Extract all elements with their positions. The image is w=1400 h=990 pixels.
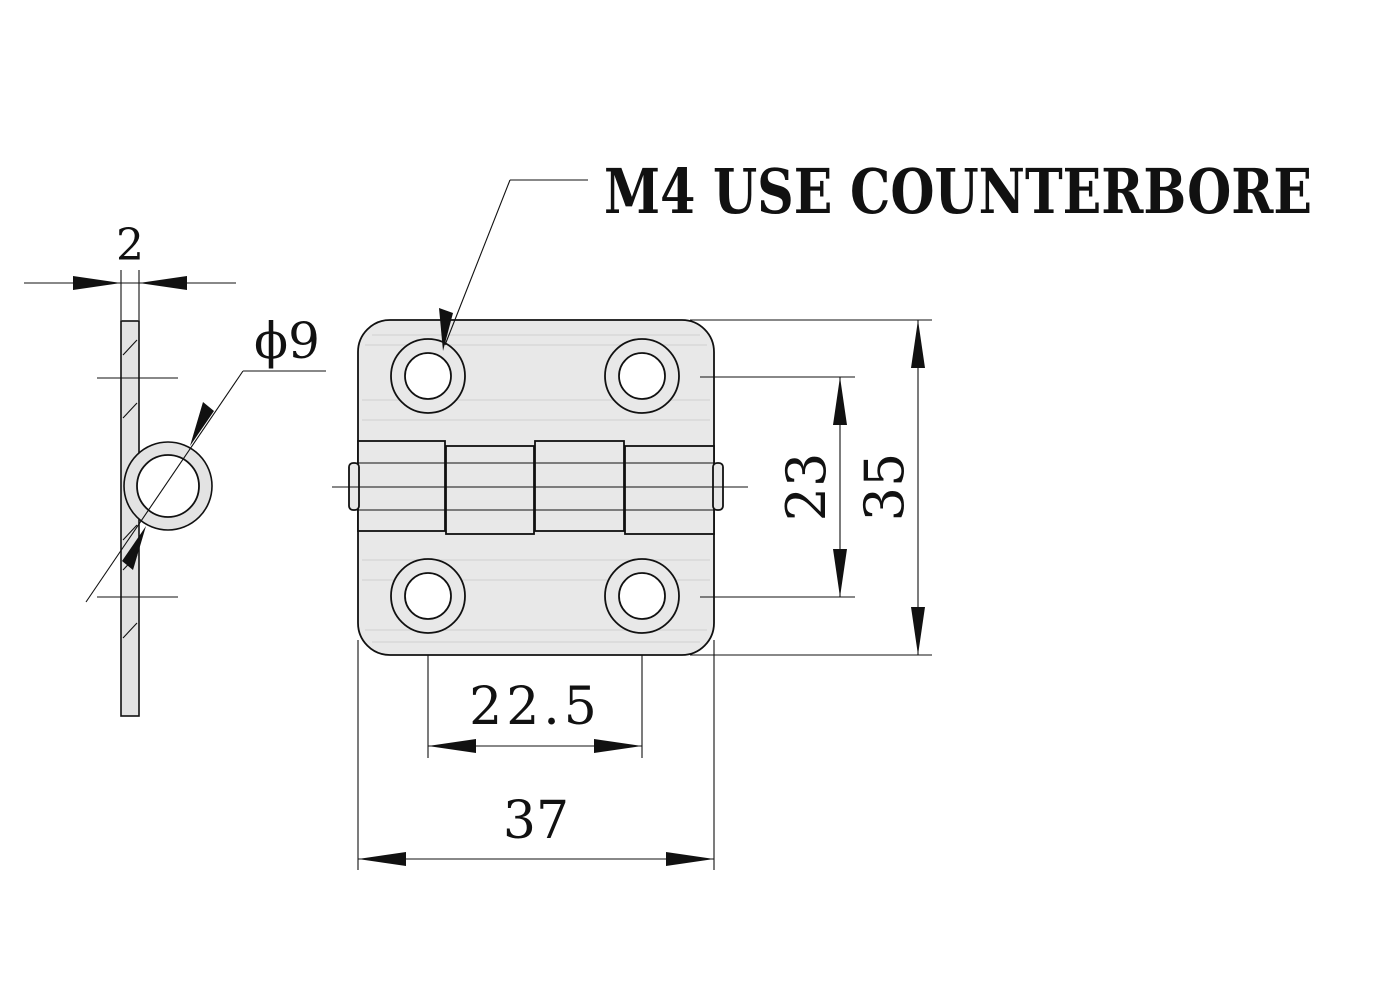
diameter-leader-line	[85, 370, 244, 603]
knuckle-2	[445, 445, 535, 535]
dim22-arrow-left	[428, 739, 476, 753]
callout-text: M4 USE COUNTERBORE	[604, 155, 1312, 228]
hinge-knuckles	[332, 440, 748, 535]
dim35-label: 35	[853, 453, 916, 522]
dim22-arrow-right	[594, 739, 642, 753]
diameter-label: ϕ9	[254, 312, 320, 370]
mounting-hole-bottom-right	[604, 558, 680, 634]
diameter-arrow-upper	[190, 402, 214, 446]
thickness-label: 2	[116, 220, 144, 271]
hole-bore	[404, 572, 452, 620]
dim23-arrow-bottom	[833, 549, 847, 597]
mounting-hole-top-right	[604, 338, 680, 414]
dim23-label: 23	[775, 453, 838, 522]
side-leaf	[120, 320, 140, 717]
dim22-label: 22.5	[469, 677, 601, 737]
dim37-arrow-left	[358, 852, 406, 866]
knuckle-4	[624, 445, 715, 535]
knuckle-1	[357, 440, 446, 532]
hole-bore	[404, 352, 452, 400]
dim23-arrow-top	[833, 377, 847, 425]
knuckle-3	[534, 440, 625, 532]
hole-bore	[618, 352, 666, 400]
callout-leader-diagonal	[444, 179, 511, 346]
thickness-arrow-left	[73, 276, 121, 290]
front-view: M4 USE COUNTERBORE 23 35 22.5 37	[332, 155, 1312, 870]
mounting-hole-bottom-left	[390, 558, 466, 634]
thickness-arrow-right	[139, 276, 187, 290]
hole-bore	[618, 572, 666, 620]
side-view: 2 ϕ9	[24, 220, 326, 717]
mounting-hole-top-left	[390, 338, 466, 414]
callout-arrow	[439, 308, 453, 351]
side-pin	[136, 454, 200, 518]
diameter-arrow-lower	[122, 526, 146, 570]
dim37-label: 37	[503, 791, 569, 851]
dim35-arrow-bottom	[911, 607, 925, 655]
dim37-arrow-right	[666, 852, 714, 866]
dim35-arrow-top	[911, 320, 925, 368]
